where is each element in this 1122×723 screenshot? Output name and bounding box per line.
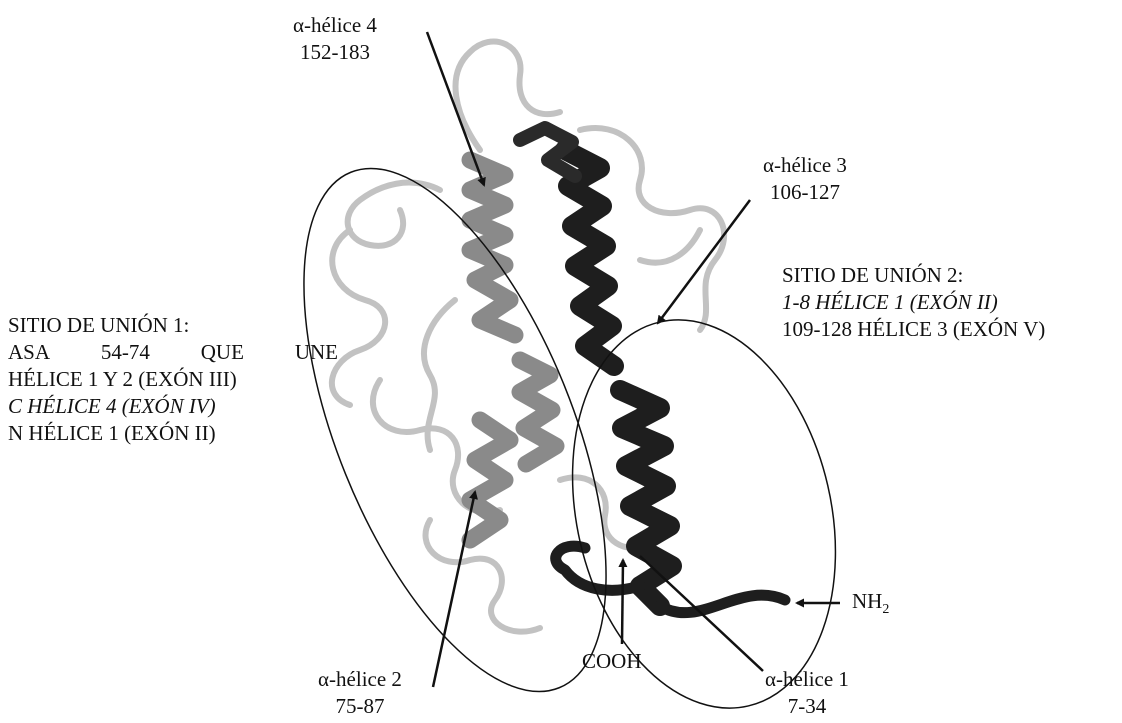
cooh-label: COOH [582,648,642,675]
helix-4-name: α-hélice 4 [270,12,400,39]
helix-2-label: α-hélice 2 75-87 [295,666,425,720]
asa-word: UNE [295,339,338,366]
arrow-cooh [622,560,623,644]
binding-site-1-text: SITIO DE UNIÓN 1: ASA 54-74 QUE UNE HÉLI… [8,312,338,447]
helix-1-name: α-hélice 1 [742,666,872,693]
helix-3-label: α-hélice 3 106-127 [740,152,870,206]
asa-word: ASA [8,339,50,366]
helix-2-name: α-hélice 2 [295,666,425,693]
grey-helices [470,160,556,540]
nh2-base: NH [852,589,882,613]
site-1-asa-line: ASA 54-74 QUE UNE [8,339,338,366]
helix-2 [470,420,510,540]
site-2-title: SITIO DE UNIÓN 2: [782,262,1045,289]
site-1-line-3: C HÉLICE 4 (EXÓN IV) [8,393,338,420]
helix-4-range: 152-183 [270,39,400,66]
site-1-title: SITIO DE UNIÓN 1: [8,312,338,339]
helix-4-label: α-hélice 4 152-183 [270,12,400,66]
asa-word: QUE [201,339,244,366]
nh2-subscript: 2 [882,602,889,617]
dark-helices [565,150,672,606]
helix-4 [470,160,515,335]
helix-1-range: 7-34 [742,693,872,720]
helix-3-range: 106-127 [740,179,870,206]
nh2-label: NH2 [852,588,889,615]
arrow-helix-2 [433,492,475,687]
site-2-line-1: 1-8 HÉLICE 1 (EXÓN II) [782,289,1045,316]
asa-word: 54-74 [101,339,150,366]
site-1-line-2: HÉLICE 1 Y 2 (EXÓN III) [8,366,338,393]
binding-site-2-text: SITIO DE UNIÓN 2: 1-8 HÉLICE 1 (EXÓN II)… [782,262,1045,343]
site-1-line-4: N HÉLICE 1 (EXÓN II) [8,420,338,447]
helix-2-range: 75-87 [295,693,425,720]
arrow-helix-4 [427,32,484,185]
site-2-line-2: 109-128 HÉLICE 3 (EXÓN V) [782,316,1045,343]
helix-1 [620,390,672,606]
helix-1-label: α-hélice 1 7-34 [742,666,872,720]
dark-loop-top [520,128,575,176]
helix-3-name: α-hélice 3 [740,152,870,179]
